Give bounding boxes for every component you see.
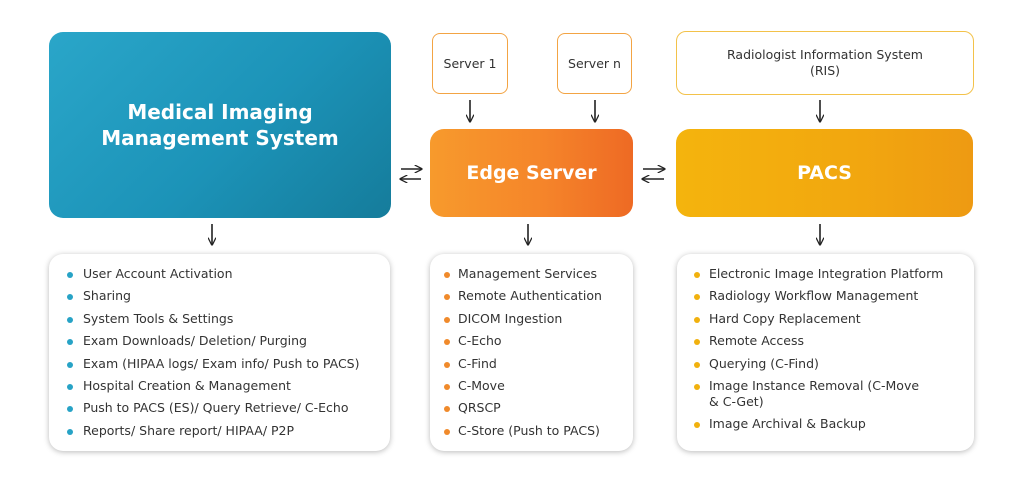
bullet-icon xyxy=(67,272,73,278)
server-n-box: Server n xyxy=(557,33,632,94)
bullet-icon xyxy=(67,406,73,413)
pacs-feature-list: Electronic Image Integration Platform Ra… xyxy=(677,254,974,451)
bidirectional-arrow-edge-pacs xyxy=(643,169,664,179)
bullet-icon xyxy=(694,316,700,323)
list-item: Image Archival & Backup xyxy=(677,416,974,432)
pacs-title: PACS xyxy=(797,162,852,184)
bidirectional-arrow-mims-edge xyxy=(401,169,421,179)
mims-title: Medical Imaging Management System xyxy=(101,100,339,150)
bullet-icon xyxy=(694,272,700,278)
list-item: Reports/ Share report/ HIPAA/ P2P xyxy=(49,423,390,439)
mims-feature-list: User Account Activation Sharing System T… xyxy=(49,254,390,451)
ris-box: Radiologist Information System (RIS) xyxy=(676,31,974,95)
list-item: C-Move xyxy=(430,378,633,394)
list-item: DICOM Ingestion xyxy=(430,311,633,327)
list-item: Image Instance Removal (C-Move & C-Get) xyxy=(677,378,924,410)
bullet-icon xyxy=(67,316,73,323)
list-item: Management Services xyxy=(430,266,633,282)
list-item: Electronic Image Integration Platform xyxy=(677,266,974,282)
server-1-label: Server 1 xyxy=(443,55,497,71)
list-item: System Tools & Settings xyxy=(49,311,390,327)
bullet-icon xyxy=(67,294,73,301)
edge-server-feature-list: Management Services Remote Authenticatio… xyxy=(430,254,633,451)
list-item: Sharing xyxy=(49,288,390,304)
bullet-icon xyxy=(67,383,73,390)
bullet-icon xyxy=(694,422,700,429)
list-item: Radiology Workflow Management xyxy=(677,288,974,304)
bullet-icon xyxy=(694,383,700,390)
list-item: Remote Authentication xyxy=(430,288,633,304)
bullet-icon xyxy=(444,339,450,346)
bullet-icon xyxy=(694,339,700,346)
bullet-icon xyxy=(67,339,73,346)
bullet-icon xyxy=(444,294,450,301)
list-item: Querying (C-Find) xyxy=(677,356,974,372)
bullet-icon xyxy=(694,294,700,301)
bullet-icon xyxy=(67,361,73,368)
edge-server-title: Edge Server xyxy=(466,162,597,184)
bullet-icon xyxy=(444,406,450,413)
edge-server-box: Edge Server xyxy=(430,129,633,217)
server-n-label: Server n xyxy=(568,55,621,71)
list-item: User Account Activation xyxy=(49,266,390,282)
bullet-icon xyxy=(444,361,450,368)
bullet-icon xyxy=(67,428,73,435)
list-item: Exam (HIPAA logs/ Exam info/ Push to PAC… xyxy=(49,356,390,372)
list-item: C-Store (Push to PACS) xyxy=(430,423,633,439)
bullet-icon xyxy=(444,316,450,323)
bullet-icon xyxy=(694,361,700,368)
list-item: C-Echo xyxy=(430,333,633,349)
bullet-icon xyxy=(444,383,450,390)
bullet-icon xyxy=(444,272,450,278)
mims-box: Medical Imaging Management System xyxy=(49,32,391,218)
list-item: Exam Downloads/ Deletion/ Purging xyxy=(49,333,390,349)
bullet-icon xyxy=(444,428,450,435)
ris-label: Radiologist Information System (RIS) xyxy=(727,47,923,78)
list-item: Remote Access xyxy=(677,333,974,349)
server-1-box: Server 1 xyxy=(432,33,508,94)
list-item: QRSCP xyxy=(430,400,633,416)
list-item: Hospital Creation & Management xyxy=(49,378,390,394)
list-item: Hard Copy Replacement xyxy=(677,311,974,327)
list-item: C-Find xyxy=(430,356,633,372)
list-item: Push to PACS (ES)/ Query Retrieve/ C-Ech… xyxy=(49,400,390,416)
pacs-box: PACS xyxy=(676,129,973,217)
